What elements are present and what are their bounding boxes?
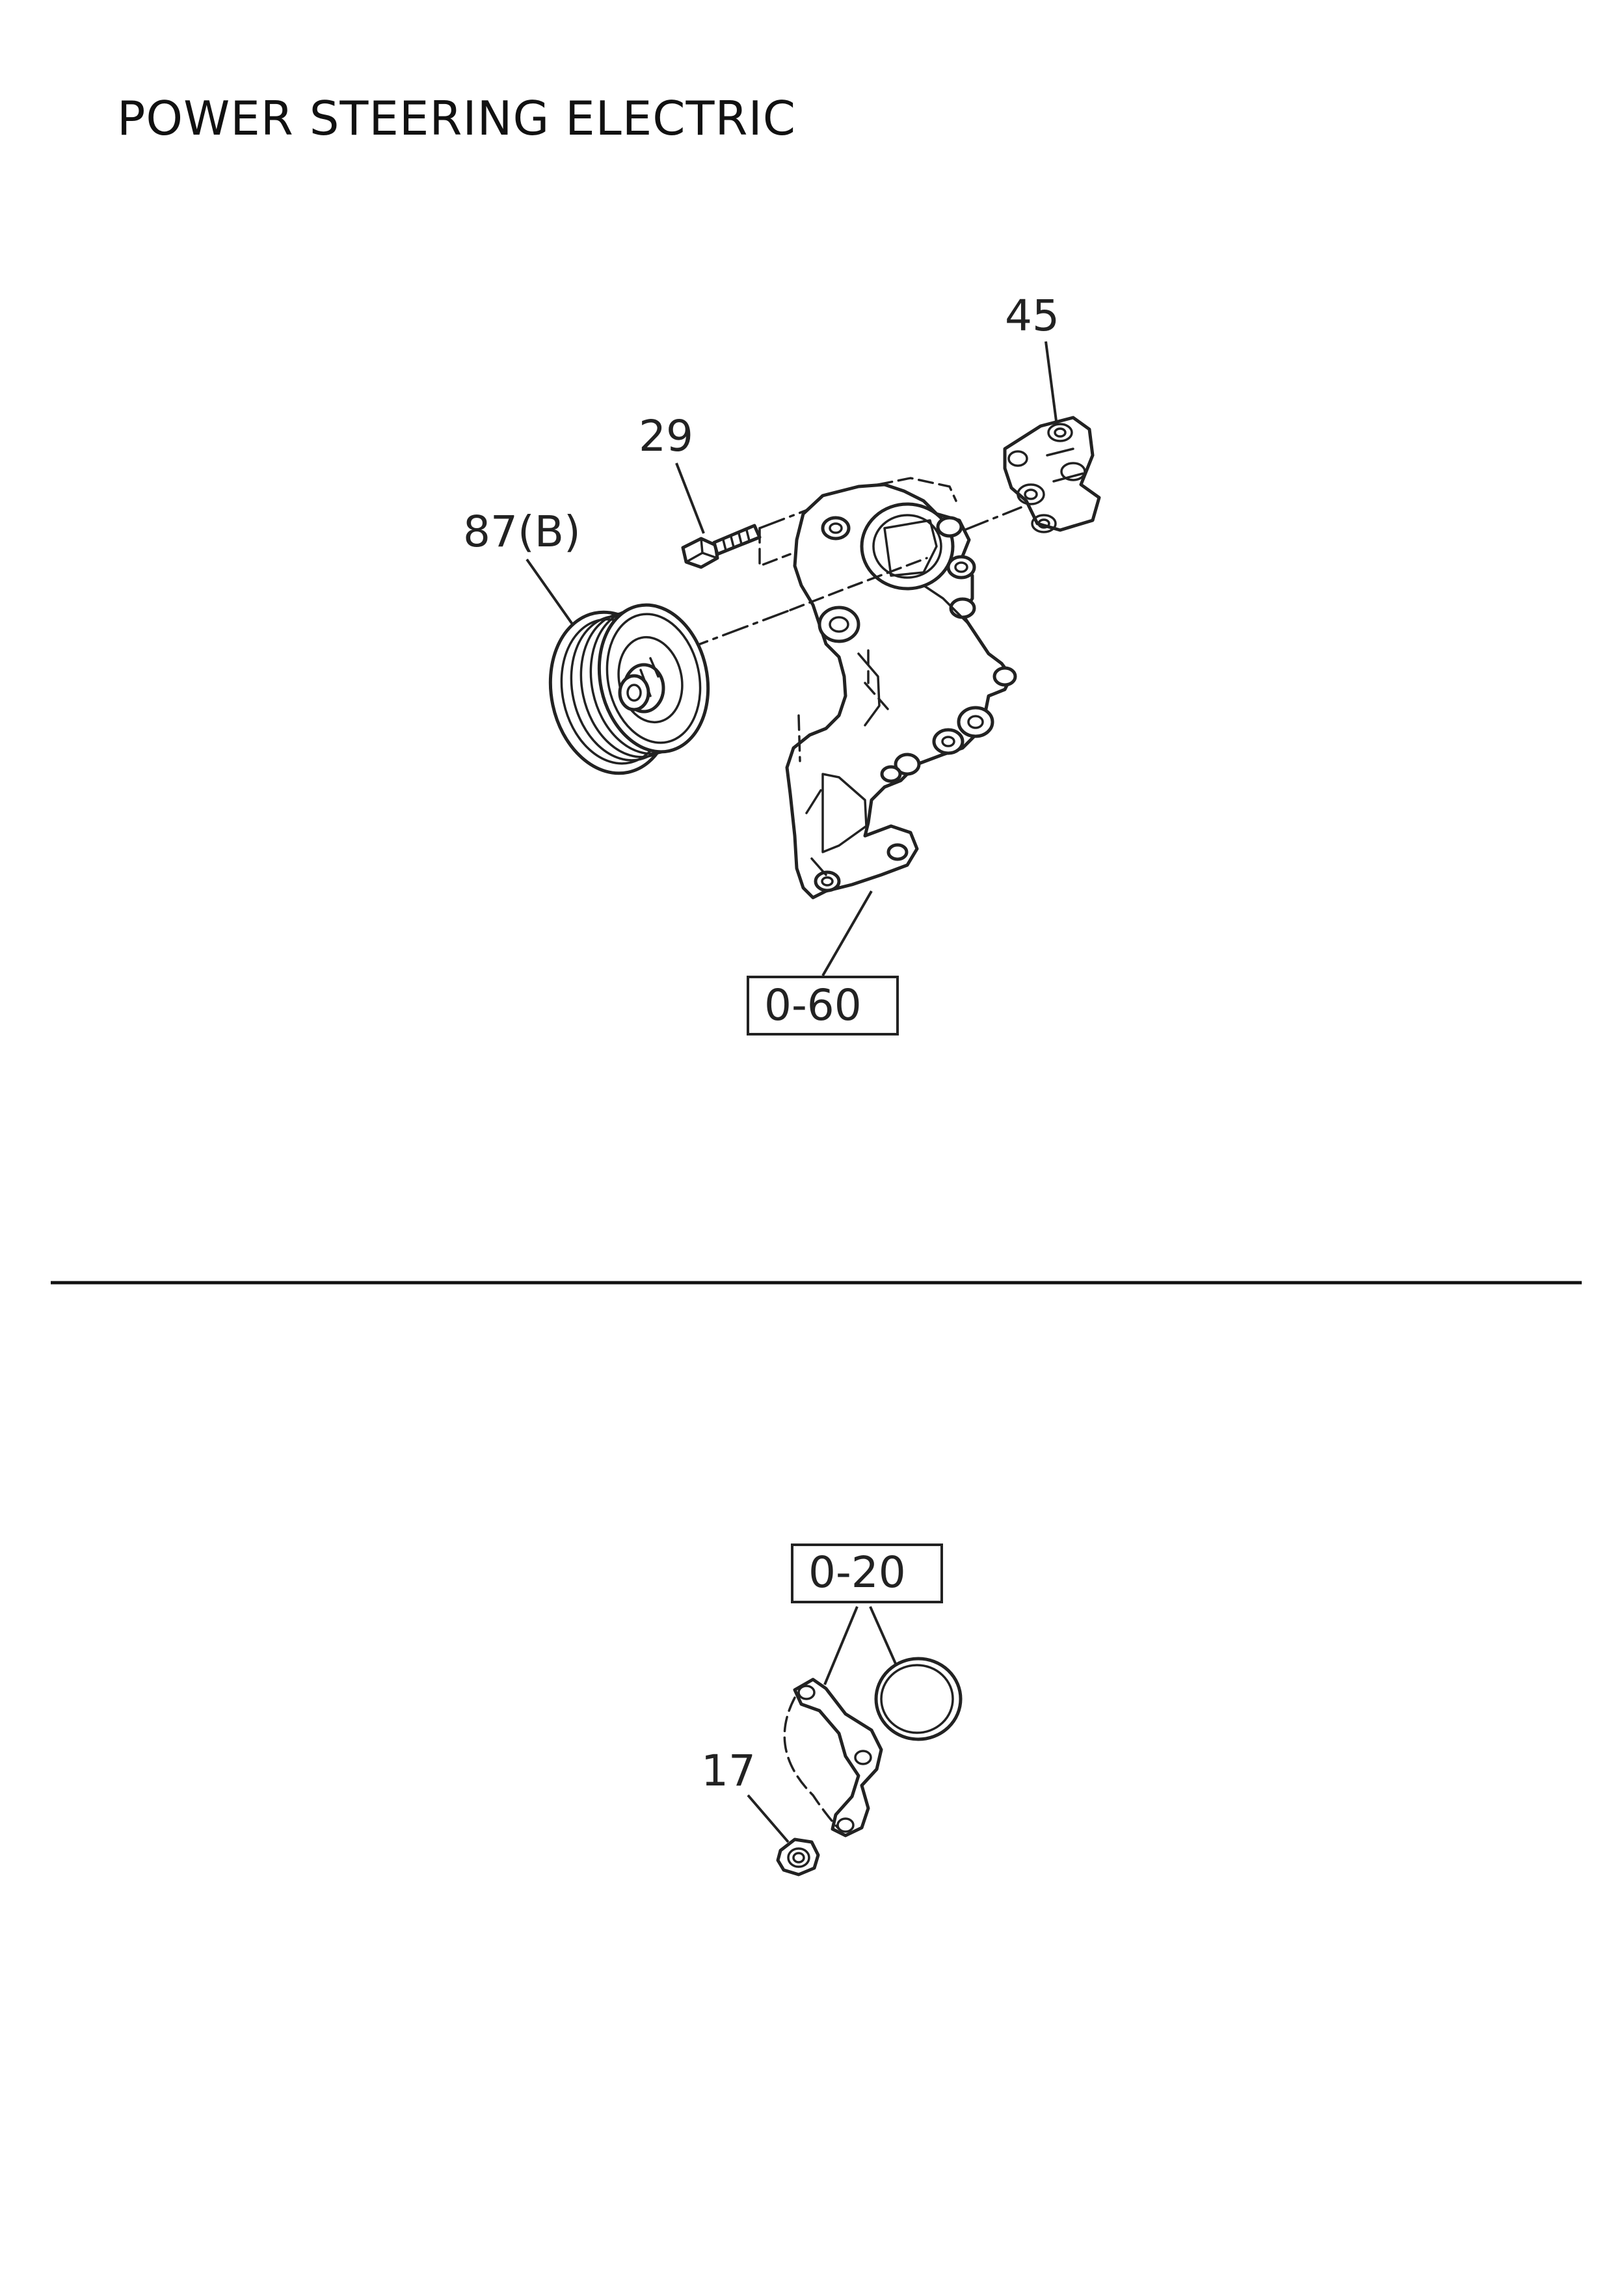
bolt-29-part (681, 524, 762, 569)
ref-box-0-20[interactable] (791, 1543, 943, 1603)
nut-17-part (776, 1837, 820, 1877)
cover-plate-part (783, 1677, 883, 1837)
page-title: POWER STEERING ELECTRIC (117, 91, 797, 146)
pulley-87b-part (548, 603, 710, 775)
ref-box-0-60-label: 0-60 (764, 980, 862, 1030)
upper-assembly: 45 29 87(B) (463, 291, 1101, 1036)
ref-0-20-leader-b (869, 1606, 898, 1666)
callout-17[interactable]: 17 (701, 1746, 756, 1796)
callout-45-leader (1045, 341, 1058, 427)
bolt-29-hidden-path (758, 527, 792, 568)
callout-17-leader (747, 1794, 790, 1843)
bracket-45-part (1003, 416, 1101, 533)
o-ring-part (874, 1657, 963, 1741)
axis-line-pulley (682, 609, 792, 652)
lower-assembly: 0-20 17 (701, 1543, 963, 1877)
ref-0-60-leader (821, 890, 873, 976)
ref-box-0-60[interactable] (747, 976, 899, 1036)
axis-line-hidden (789, 557, 928, 611)
main-housing-part (785, 477, 1017, 900)
callout-45[interactable]: 45 (1005, 291, 1059, 341)
callout-29-leader (675, 462, 705, 534)
ref-0-20-leader-a (823, 1606, 859, 1685)
ref-box-0-20-label: 0-20 (808, 1547, 906, 1597)
callout-87b[interactable]: 87(B) (463, 507, 581, 557)
callout-29[interactable]: 29 (639, 411, 693, 461)
